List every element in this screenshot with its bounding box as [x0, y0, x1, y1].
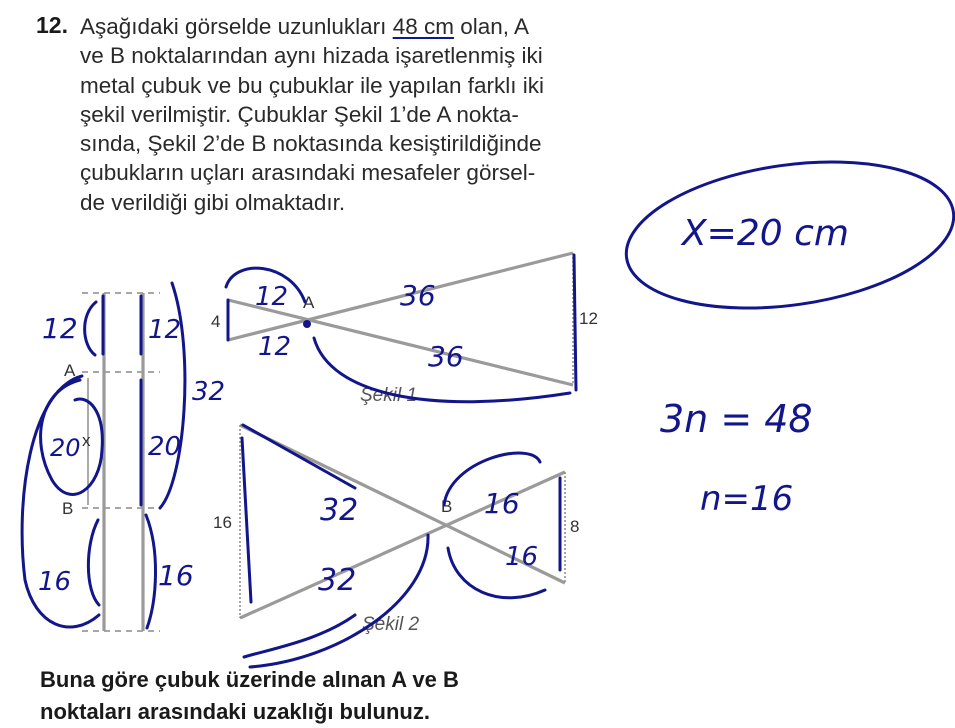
- hw-bottom-left: 16: [38, 567, 71, 597]
- length-value: 48 cm: [392, 14, 454, 39]
- figure-1: 4 12 A Şekil 1: [211, 251, 598, 406]
- question-line-4: şekil verilmiştir. Çubuklar Şekil 1’de A…: [80, 101, 519, 127]
- question-line-5: sında, Şekil 2’de B noktasında kesiştiri…: [80, 131, 542, 157]
- question-number: 12.: [36, 12, 68, 38]
- hw-top-left: 12: [42, 312, 78, 345]
- hw-middle-right: 20: [148, 432, 181, 462]
- question-line-1: Aşağıdaki görselde uzunlukları 48 cm ola…: [80, 14, 530, 39]
- fig1-right-gap: 12: [579, 309, 598, 328]
- prompt-line-1: Buna göre çubuk üzerinde alınan A ve B: [40, 667, 459, 692]
- point-a-label: A: [64, 361, 76, 380]
- hw-fig1-lower-right: 36: [428, 340, 464, 373]
- hw-fig2-lower-left: 32: [318, 563, 356, 598]
- question-line-7: de verildiği gibi olmaktadır.: [80, 189, 346, 215]
- fig1-left-gap: 4: [211, 312, 220, 331]
- hw-top-right: 12: [148, 315, 181, 345]
- question-prompt: Buna göre çubuk üzerinde alınan A ve B n…: [40, 664, 459, 728]
- question-text: Aşağıdaki görselde uzunlukları 48 cm ola…: [80, 12, 620, 217]
- hw-fig1-upper-left: 12: [255, 282, 288, 312]
- hw-fig2-upper-right: 16: [484, 487, 520, 520]
- hw-equation-1: 3n = 48: [660, 397, 813, 441]
- hw-span: 32: [192, 377, 225, 407]
- question-line-6: çubukların uçları arasındaki mesafeler g…: [80, 160, 536, 186]
- answer-circle: [624, 160, 955, 310]
- x-label: x: [82, 431, 91, 450]
- hw-fig2-lower-right: 16: [505, 542, 538, 572]
- hw-fig1-lower-left: 12: [258, 332, 291, 362]
- hw-equation-2: n=16: [700, 479, 793, 519]
- question-line-2: ve B noktalarından aynı hizada işaretlen…: [80, 43, 543, 69]
- hw-middle-left: 20: [50, 434, 81, 462]
- hw-answer: X=20 cm: [680, 213, 849, 254]
- fig1-point-label: A: [303, 293, 315, 312]
- prompt-line-2: noktaları arasındaki uzaklığı bulunuz.: [40, 699, 430, 724]
- point-b-label: B: [62, 499, 73, 518]
- hw-bottom-right: 16: [158, 559, 194, 592]
- hw-fig2-upper-left: 32: [320, 493, 358, 528]
- fig2-left-gap: 16: [213, 513, 232, 532]
- figure-2: 16 8 B Şekil 2: [213, 423, 579, 635]
- fig2-point-label: B: [441, 497, 452, 516]
- question-line-3: metal çubuk ve bu çubuklar ile yapılan f…: [80, 72, 544, 98]
- handwritten-annotations: 12 12 20 20 16 16 32 12 12 36 36 32 32 1…: [20, 160, 955, 669]
- fig2-right-gap: 8: [570, 517, 579, 536]
- hw-fig1-upper-right: 36: [400, 279, 436, 312]
